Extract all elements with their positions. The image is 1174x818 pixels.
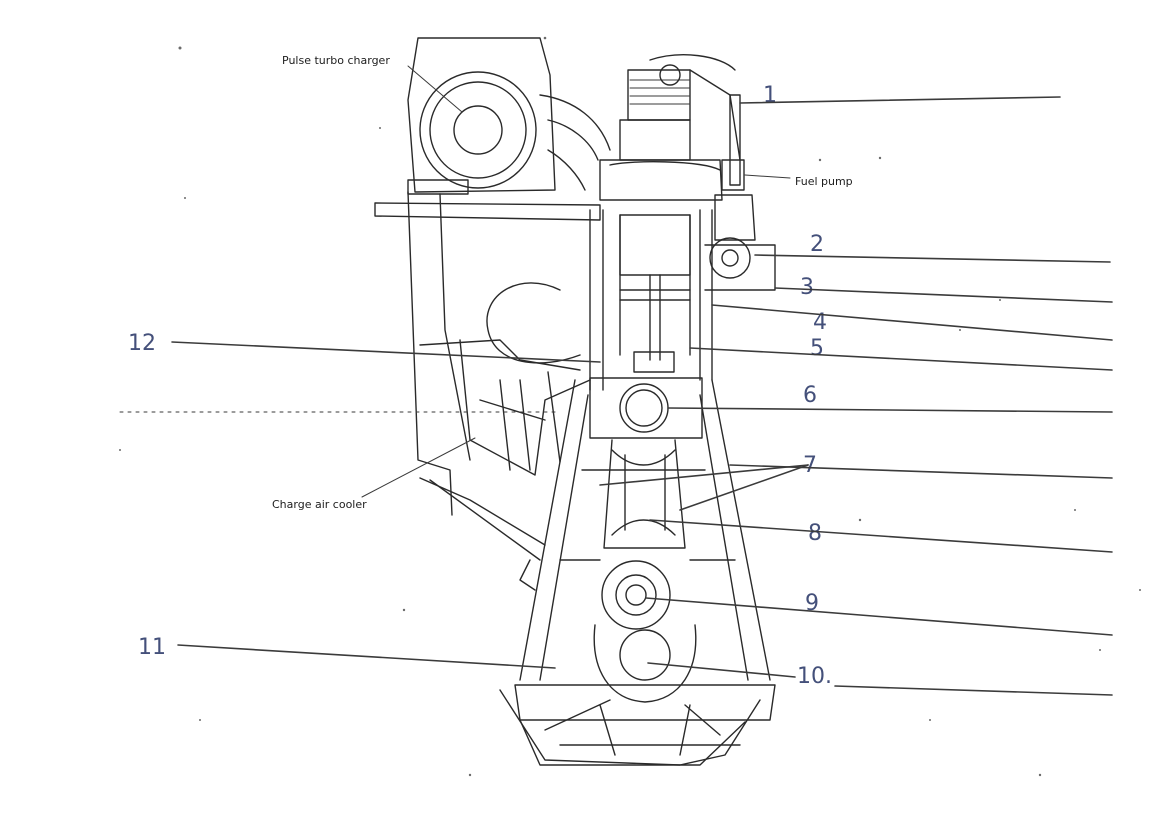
leader-10a bbox=[647, 662, 796, 678]
engine-drawing bbox=[119, 37, 791, 766]
leader-7a bbox=[599, 464, 809, 486]
leader-lines bbox=[171, 96, 1113, 696]
leader-6 bbox=[667, 407, 1113, 413]
a-frame bbox=[519, 379, 771, 681]
leader-2 bbox=[754, 254, 1111, 263]
callout-5: 5 bbox=[810, 336, 824, 361]
leader-10b bbox=[834, 685, 1113, 696]
callout-2: 2 bbox=[810, 232, 824, 257]
scan-specks bbox=[119, 36, 1141, 777]
leader-7b bbox=[679, 464, 809, 511]
numbered-callouts: 1 2 3 4 5 6 7 8 9 10. 11 12 bbox=[128, 83, 832, 689]
top-plate bbox=[374, 202, 601, 221]
leader-12 bbox=[171, 341, 601, 363]
callout-1: 1 bbox=[763, 83, 777, 108]
callout-12: 12 bbox=[128, 331, 156, 356]
callout-11: 11 bbox=[138, 635, 166, 660]
connecting-rod bbox=[603, 439, 686, 549]
callout-8: 8 bbox=[808, 521, 822, 546]
leader-9 bbox=[645, 597, 1113, 636]
turbocharger bbox=[407, 37, 611, 195]
printed-labels: Pulse turbo charger Fuel pump Charge air… bbox=[272, 54, 853, 511]
leader-8 bbox=[649, 519, 1113, 553]
callout-3: 3 bbox=[800, 275, 814, 300]
callout-9: 9 bbox=[805, 591, 819, 616]
leader-3 bbox=[774, 287, 1113, 303]
cylinder-head bbox=[599, 54, 741, 201]
leader-11 bbox=[177, 644, 556, 669]
leader-7c bbox=[729, 464, 1113, 479]
cylinder bbox=[589, 209, 713, 391]
leader-1 bbox=[739, 96, 1061, 104]
turbocharger-leader bbox=[407, 65, 463, 113]
charge-air-cooler-leader bbox=[361, 437, 476, 498]
callout-6: 6 bbox=[803, 383, 817, 408]
leader-4 bbox=[711, 304, 1113, 341]
charge-air-cooler-block bbox=[407, 191, 591, 591]
crankshaft bbox=[593, 560, 697, 703]
callout-4: 4 bbox=[813, 310, 827, 335]
bedplate bbox=[499, 684, 776, 766]
fuel-pump-label: Fuel pump bbox=[795, 175, 853, 188]
callout-10: 10. bbox=[797, 664, 832, 689]
turbocharger-label: Pulse turbo charger bbox=[282, 54, 390, 67]
leader-5 bbox=[689, 347, 1113, 371]
fuel-pump bbox=[704, 159, 791, 291]
charge-air-cooler-label: Charge air cooler bbox=[272, 498, 367, 511]
callout-7: 7 bbox=[803, 453, 817, 478]
